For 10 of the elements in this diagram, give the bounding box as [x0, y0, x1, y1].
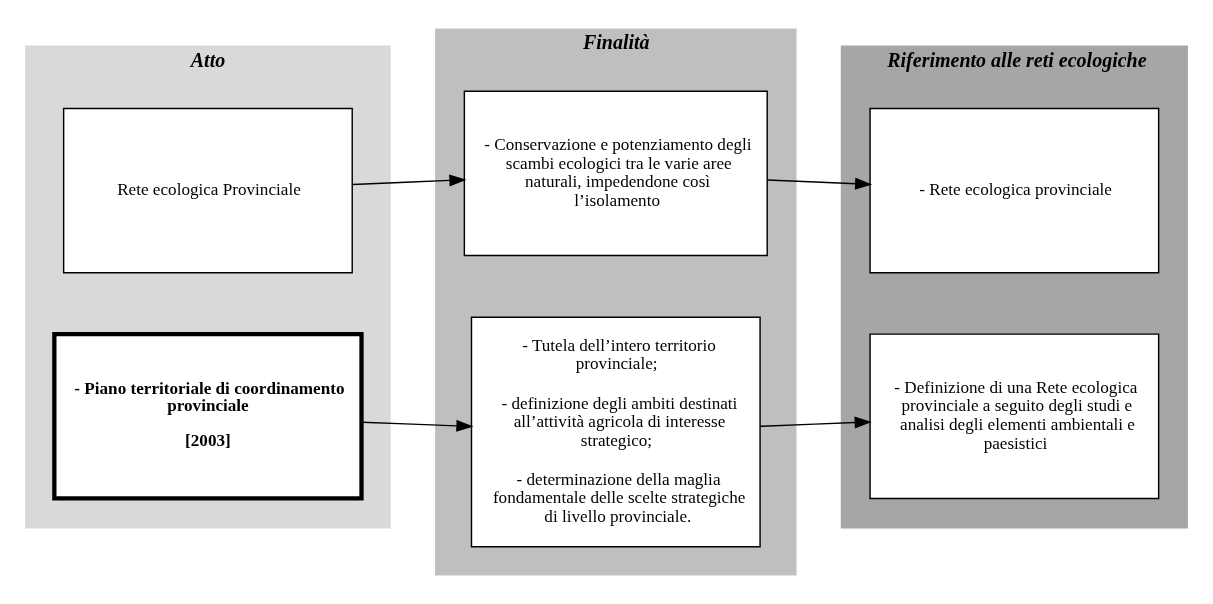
- node-box: Rete ecologica Provinciale: [62, 107, 353, 274]
- node-box: - Definizione di una Rete ecologica provinciale a seguito degli studi e analisi degli elementi ambientali e paesistici: [869, 333, 1160, 500]
- arrow: [759, 416, 872, 429]
- arrow: [361, 419, 474, 432]
- arrow: [766, 177, 873, 190]
- node-box: - Conservazione e potenziamento degli scambi ecologici tra le varie aree naturali, impedendone così l’isolamento: [463, 90, 768, 257]
- arrow: [352, 174, 467, 187]
- node-box: - Piano territoriale di coordinamento provinciale [2003]: [52, 332, 364, 501]
- node-box: - Tutela dell’intero territorio provinciale; - definizione degli ambiti destinati all’attività agricola di interesse strategico; - determinazione della maglia fondamentale delle scelte strategiche di livello provinciale.: [470, 316, 761, 548]
- node-box: - Rete ecologica provinciale: [869, 107, 1160, 274]
